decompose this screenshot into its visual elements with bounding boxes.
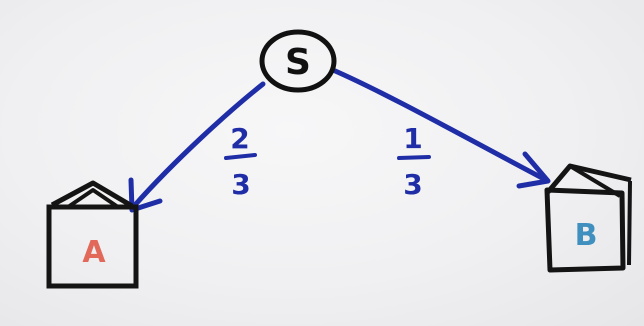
start-node-circle bbox=[259, 29, 337, 93]
edge-prob-2-3: 2 3 bbox=[224, 122, 257, 201]
edge-s-to-b bbox=[330, 67, 551, 189]
edge-s-to-a bbox=[128, 81, 266, 213]
arrowhead-b-icon bbox=[516, 151, 551, 189]
house-b-side-wall bbox=[627, 180, 632, 266]
house-a-label: A bbox=[82, 235, 106, 270]
fraction-bar-b bbox=[397, 155, 431, 160]
prob-numerator-b: 1 bbox=[403, 122, 422, 155]
start-node-label: S bbox=[285, 42, 311, 83]
house-a-body bbox=[46, 204, 139, 289]
house-b: B bbox=[544, 163, 632, 273]
arrow-s-to-b-line bbox=[330, 67, 549, 183]
arrow-s-to-a-line bbox=[132, 81, 266, 208]
start-node-s: S bbox=[259, 29, 337, 93]
arrowhead-a-icon bbox=[128, 177, 163, 213]
house-b-body bbox=[544, 187, 626, 273]
prob-numerator-a: 2 bbox=[230, 122, 249, 155]
house-a: A bbox=[46, 180, 139, 289]
fraction-bar-a bbox=[224, 153, 257, 160]
prob-denominator-b: 3 bbox=[403, 168, 422, 201]
prob-denominator-a: 3 bbox=[231, 168, 250, 201]
edge-prob-1-3: 1 3 bbox=[397, 122, 431, 201]
house-a-gable-icon bbox=[66, 188, 120, 209]
house-b-label: B bbox=[575, 218, 598, 253]
house-a-roof-icon bbox=[50, 180, 134, 209]
